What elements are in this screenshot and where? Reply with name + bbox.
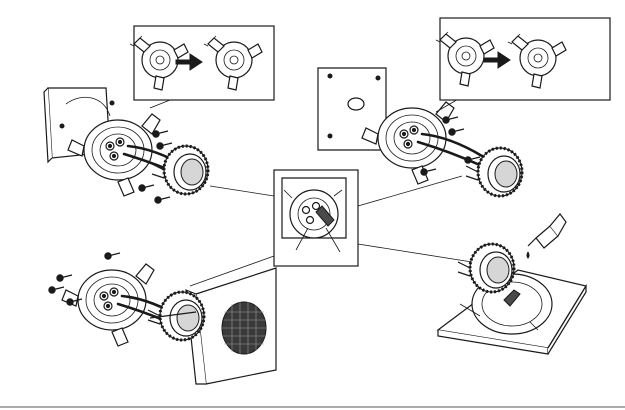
panel-adhesive-apply [438,214,586,354]
inset-bracket-rotation-left [130,26,274,100]
panel-wall-mount-left [44,88,208,203]
panel-detail-center [274,170,358,266]
panel-grille-install [49,253,276,384]
glue-bottle-icon [527,214,566,258]
inset-bracket-rotation-right [436,18,610,100]
